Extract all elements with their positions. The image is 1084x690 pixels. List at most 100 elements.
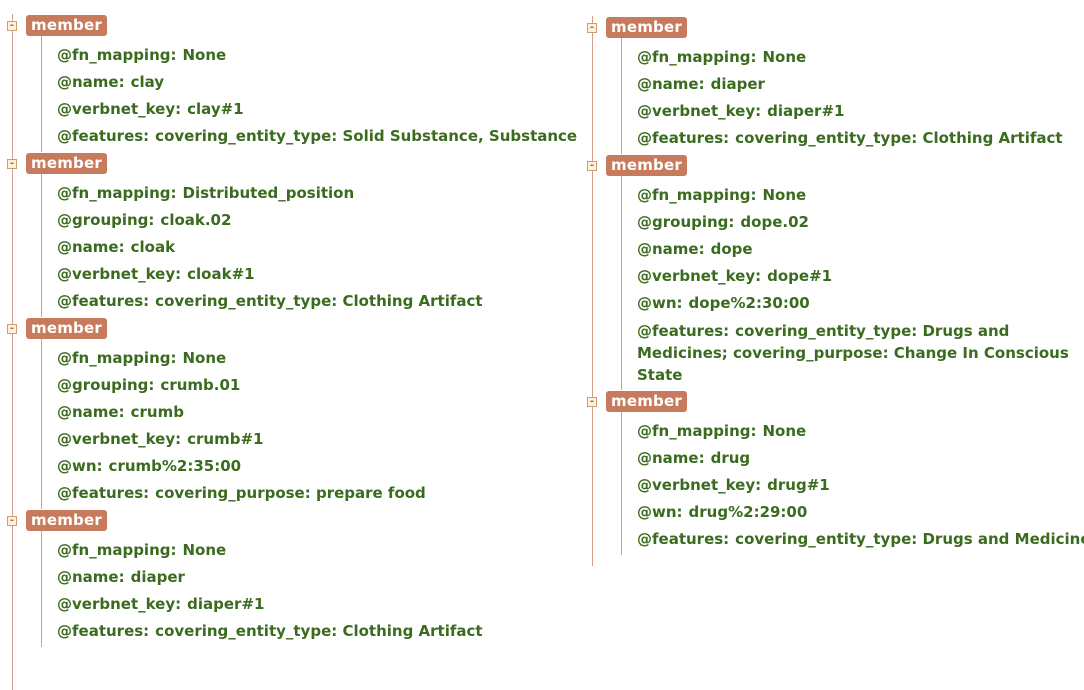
attribute-row: @features:covering_entity_type: Drugs an…: [637, 526, 1084, 553]
attribute-value: None: [762, 48, 807, 66]
attribute-key: @verbnet_key:: [57, 100, 182, 118]
member-tag[interactable]: member: [26, 510, 107, 531]
attribute-row: @fn_mapping:None: [57, 537, 570, 564]
attribute-row: @name:diaper: [637, 71, 1084, 98]
member-tag[interactable]: member: [26, 153, 107, 174]
member-header: -member: [580, 390, 1084, 412]
attribute-value: None: [762, 422, 807, 440]
attribute-key: @fn_mapping:: [637, 422, 757, 440]
attribute-row: @fn_mapping: None: [637, 44, 1084, 71]
member-node: -member@fn_mapping:None@name:drug@verbne…: [580, 390, 1084, 555]
attribute-row: @wn:dope%2:30:00: [637, 290, 1084, 317]
attribute-row: @wn:drug%2:29:00: [637, 499, 1084, 526]
member-tag[interactable]: member: [26, 15, 107, 36]
attribute-row: @features: covering_entity_type: Clothing…: [57, 618, 570, 645]
attribute-key: @fn_mapping:: [637, 48, 757, 66]
member-header: -member: [0, 152, 570, 174]
right-member-column: -member@fn_mapping:None@name:diaper@verb…: [580, 16, 1084, 566]
attribute-row: @verbnet_key:dope#1: [637, 263, 1084, 290]
attribute-value: crumb%2:35:00: [108, 457, 242, 475]
collapse-toggle-icon[interactable]: -: [7, 159, 17, 169]
attribute-row: @name:diaper: [57, 564, 570, 591]
member-tag[interactable]: member: [606, 155, 687, 176]
attribute-key: @wn:: [637, 294, 683, 312]
member-header: -member: [0, 509, 570, 531]
member-tag[interactable]: member: [606, 17, 687, 38]
attribute-row: @features:covering_purpose: prepare food: [57, 480, 570, 507]
attribute-value: crumb: [130, 403, 184, 421]
attribute-row: @name:dope: [637, 236, 1084, 263]
attribute-value: diaper#1: [187, 595, 265, 613]
attribute-key: @name:: [57, 238, 125, 256]
member-attributes: @fn_mapping:None@name:diaper@verbnet_key…: [621, 38, 1084, 154]
attribute-row: @name:crumb: [57, 399, 570, 426]
attribute-row: @wn: crumb%2:35:00: [57, 453, 570, 480]
collapse-toggle-icon[interactable]: -: [7, 324, 17, 334]
attribute-key: @wn:: [57, 457, 103, 475]
attribute-row: @grouping: cloak.02: [57, 207, 570, 234]
collapse-toggle-icon[interactable]: -: [587, 161, 597, 171]
tree-guide-line: [592, 16, 593, 566]
attribute-key: @verbnet_key:: [637, 102, 762, 120]
attribute-key: @verbnet_key:: [57, 265, 182, 283]
collapse-toggle-icon[interactable]: -: [587, 397, 597, 407]
attribute-value: dope#1: [767, 267, 833, 285]
member-tag[interactable]: member: [26, 318, 107, 339]
member-attributes: @fn_mapping:None@name:drug@verbnet_key:d…: [621, 412, 1084, 555]
attribute-key: @fn_mapping:: [57, 184, 177, 202]
attribute-key: @grouping:: [57, 211, 155, 229]
attribute-row: @features: covering_entity_type: Clothing…: [57, 288, 570, 315]
attribute-value: Distributed_position: [182, 184, 355, 202]
attribute-value: diaper: [130, 568, 185, 586]
attribute-row: @features:covering_entity_type: Drugs an…: [637, 317, 1084, 388]
member-attributes: @fn_mapping:None @grouping: dope.02 @name:d…: [621, 176, 1084, 390]
attribute-key: @features:: [637, 129, 730, 147]
attribute-value: covering_entity_type: Solid Substance, S…: [155, 127, 578, 145]
member-node: -member@fn_mapping:None@name:diaper@verb…: [580, 16, 1084, 154]
attribute-key: @fn_mapping:: [57, 46, 177, 64]
attribute-value: covering_entity_type: Clothing Artifact: [155, 292, 483, 310]
attribute-value: covering_entity_type: Clothing Artifact: [735, 129, 1063, 147]
attribute-value: covering_purpose: prepare food: [155, 484, 426, 502]
attribute-row: @verbnet_key:diaper#1: [57, 591, 570, 618]
member-header: -member: [0, 317, 570, 339]
member-header: -member: [580, 16, 1084, 38]
attribute-value: diaper#1: [767, 102, 845, 120]
member-tag[interactable]: member: [606, 391, 687, 412]
attribute-key: @verbnet_key:: [637, 476, 762, 494]
attribute-key: @features:: [57, 292, 150, 310]
attribute-row: @fn_mapping:None: [57, 42, 570, 69]
member-header: -member: [0, 14, 570, 36]
collapse-toggle-icon[interactable]: -: [587, 23, 597, 33]
attribute-row: @name:cloak: [57, 234, 570, 261]
attribute-row: @verbnet_key:crumb#1: [57, 426, 570, 453]
attribute-key: @name:: [637, 449, 705, 467]
attribute-key: @name:: [637, 75, 705, 93]
attribute-value: drug#1: [767, 476, 830, 494]
attribute-value: covering_entity_type: Clothing Artifact: [155, 622, 483, 640]
attribute-row: @fn_mapping: None: [637, 418, 1084, 445]
attribute-value: None: [182, 349, 227, 367]
collapse-toggle-icon[interactable]: -: [7, 21, 17, 31]
attribute-key: @grouping:: [637, 213, 735, 231]
attribute-key: @features:: [57, 127, 150, 145]
attribute-key: @verbnet_key:: [57, 430, 182, 448]
attribute-key: @features:: [57, 622, 150, 640]
attribute-row: @verbnet_key: diaper#1: [637, 98, 1084, 125]
attribute-key: @name:: [57, 73, 125, 91]
attribute-row: @name:clay: [57, 69, 570, 96]
attribute-value: cloak#1: [187, 265, 255, 283]
attribute-key: @fn_mapping:: [57, 541, 177, 559]
attribute-row: @features: covering_entity_type: Solid Su…: [57, 123, 577, 150]
attribute-value: clay#1: [187, 100, 244, 118]
collapse-toggle-icon[interactable]: -: [7, 516, 17, 526]
attribute-row: @grouping: dope.02: [637, 209, 1084, 236]
attribute-row: @fn_mapping:None: [637, 182, 1084, 209]
attribute-value: dope.02: [740, 213, 809, 231]
attribute-row: @verbnet_key: clay#1: [57, 96, 570, 123]
attribute-value: dope: [710, 240, 753, 258]
attribute-value: cloak.02: [160, 211, 232, 229]
member-node: -member@fn_mapping:None@grouping:crumb.0…: [0, 317, 570, 509]
attribute-value: drug%2:29:00: [688, 503, 808, 521]
attribute-key: @fn_mapping:: [57, 349, 177, 367]
